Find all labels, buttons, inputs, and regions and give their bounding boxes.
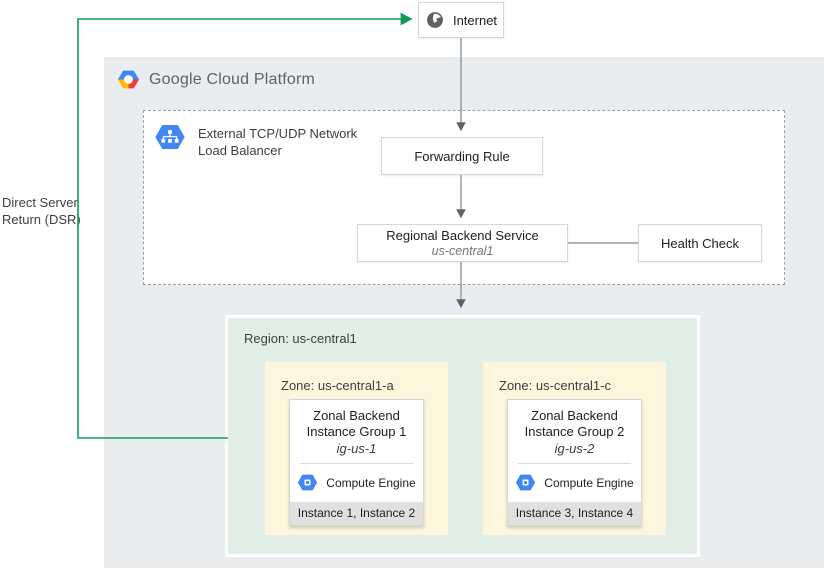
- compute-engine-row: Compute Engine: [508, 464, 641, 502]
- internet-label: Internet: [452, 12, 498, 28]
- internet-node: Internet: [418, 2, 504, 38]
- compute-engine-label: Compute Engine: [326, 475, 416, 490]
- instance-group-2-instances: Instance 3, Instance 4: [508, 502, 641, 525]
- compute-engine-label: Compute Engine: [544, 475, 634, 490]
- zone-c-label: Zone: us-central1-c: [499, 378, 611, 393]
- load-balancer-header: External TCP/UDP Network Load Balancer: [154, 123, 357, 159]
- health-check-node: Health Check: [638, 224, 762, 262]
- instance-group-2-id: ig-us-2: [554, 441, 595, 456]
- zone-a-label: Zone: us-central1-a: [281, 378, 394, 393]
- compute-engine-row: Compute Engine: [290, 464, 423, 502]
- network-load-balancer-icon: [154, 123, 186, 151]
- divider: [518, 463, 631, 464]
- gcp-logo: Google Cloud Platform: [117, 68, 315, 91]
- region-container: Region: us-central1 Zone: us-central1-a …: [225, 315, 700, 557]
- zone-c-container: Zone: us-central1-c Zonal Backend Instan…: [483, 362, 666, 535]
- instance-group-2-card: Zonal Backend Instance Group 2 ig-us-2 C…: [507, 399, 642, 526]
- backend-service-title: Regional Backend Service: [386, 228, 539, 243]
- forwarding-rule-node: Forwarding Rule: [381, 137, 543, 175]
- instance-group-1-card: Zonal Backend Instance Group 1 ig-us-1 C…: [289, 399, 424, 526]
- load-balancer-label: External TCP/UDP Network Load Balancer: [198, 126, 358, 158]
- gcp-hexagon-logo-icon: [117, 68, 140, 91]
- gcp-logo-text: Google Cloud Platform: [149, 70, 316, 88]
- globe-icon: [425, 10, 445, 30]
- backend-service-node: Regional Backend Service us-central1: [357, 224, 568, 262]
- divider: [300, 463, 413, 464]
- forwarding-rule-label: Forwarding Rule: [414, 148, 510, 164]
- dsr-annotation: Direct Server Return (DSR): [2, 195, 81, 227]
- instance-group-2-title: Zonal Backend Instance Group 2: [524, 408, 625, 439]
- region-label: Region: us-central1: [244, 331, 357, 346]
- compute-engine-icon: [297, 473, 318, 492]
- zone-a-container: Zone: us-central1-a Zonal Backend Instan…: [265, 362, 448, 535]
- health-check-label: Health Check: [660, 235, 740, 251]
- instance-group-1-instances: Instance 1, Instance 2: [290, 502, 423, 525]
- backend-service-region: us-central1: [431, 244, 494, 258]
- compute-engine-icon: [515, 473, 536, 492]
- instance-group-1-id: ig-us-1: [336, 441, 377, 456]
- instance-group-1-title: Zonal Backend Instance Group 1: [306, 408, 407, 439]
